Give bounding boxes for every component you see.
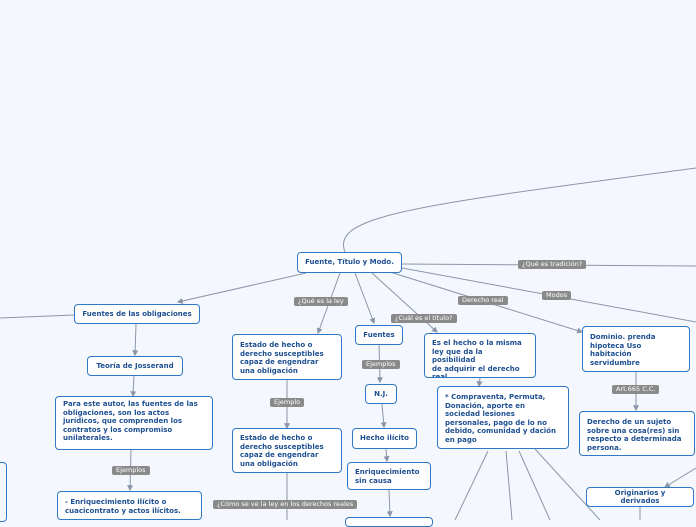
connector [371, 272, 438, 333]
label-cual-es-titulo: ¿Cuál es el título? [391, 314, 457, 323]
node-enriquecimiento-ilicito[interactable]: - Enriquecimiento ilícito o cuacicontrat… [57, 491, 202, 520]
connector [505, 450, 513, 520]
connector [383, 448, 390, 463]
label-ejemplos-fuentes: Ejemplos [362, 360, 400, 369]
connector [0, 314, 75, 319]
connector [380, 403, 387, 429]
node-teoria-josserand[interactable]: Teoría de Josserand [87, 356, 183, 376]
offscreen-node-edge [0, 462, 7, 522]
label-ejemplos-josserand: Ejemplos [112, 466, 150, 475]
node-es-el-hecho[interactable]: Es el hecho o la misma ley que da la pos… [424, 333, 536, 378]
label-como-se-ve: ¿Cómo se ve la ley en los derechos reale… [213, 500, 358, 509]
label-que-es-ley: ¿Qué es la ley [294, 297, 348, 306]
node-originarios[interactable]: Originarios y derivados [586, 487, 694, 507]
connector [518, 450, 551, 520]
node-nj[interactable]: N.J. [365, 384, 397, 404]
connector [476, 377, 483, 388]
connector [176, 272, 307, 304]
connector [130, 374, 137, 398]
node-dominio[interactable]: Dominio. prenda hipoteca Uso habitación … [582, 326, 690, 372]
node-enriquecimiento-sin-causa[interactable]: Enriquecimiento sin causa [347, 462, 431, 490]
label-derecho-real: Derecho real [458, 296, 508, 305]
connector [663, 467, 696, 488]
connector [132, 323, 139, 357]
node-estado-hecho-1[interactable]: Estado de hecho o derecho susceptibles c… [232, 334, 342, 380]
connector [454, 450, 489, 520]
connector [343, 167, 696, 253]
node-compraventa[interactable]: * Compraventa, Permuta, Donación, aporte… [437, 386, 569, 449]
label-modos: Modos [542, 291, 572, 300]
root-node[interactable]: Fuente, Título y Modo. [297, 252, 402, 273]
connector [534, 448, 601, 520]
node-estado-hecho-2[interactable]: Estado de hecho o derecho susceptibles c… [232, 428, 342, 473]
label-que-es-tradicion: ¿Qué es tradición? [518, 260, 587, 269]
label-art-665: Art.665 C.C. [612, 385, 660, 394]
node-para-este-autor[interactable]: Para este autor, las fuentes de las obli… [55, 396, 213, 450]
node-derecho-sujeto[interactable]: Derecho de un sujeto sobre una cosa(res)… [579, 411, 695, 456]
node-fuentes[interactable]: Fuentes [355, 325, 403, 345]
node-partial-below[interactable] [345, 517, 433, 527]
connector [354, 272, 376, 325]
node-hecho-ilicito[interactable]: Hecho ilícito [352, 428, 417, 449]
connector [386, 489, 393, 518]
node-fuentes-obligaciones[interactable]: Fuentes de las obligaciones [74, 304, 200, 324]
label-ejemplo: Ejemplo [270, 398, 305, 407]
